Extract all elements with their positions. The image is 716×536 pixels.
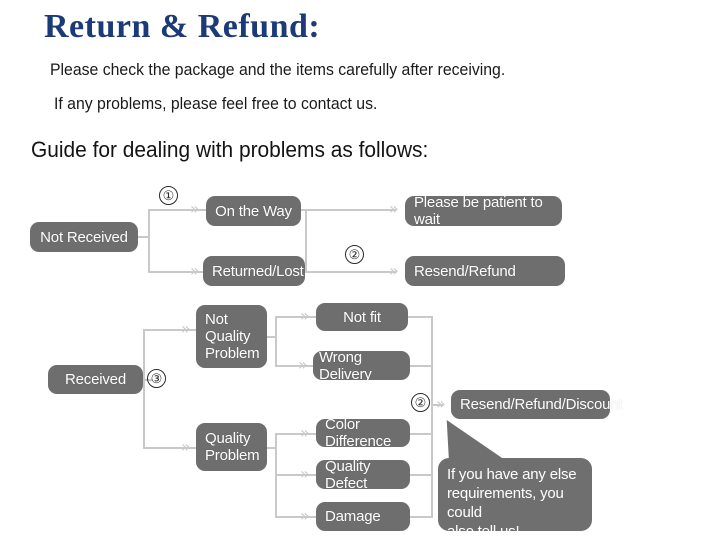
connector-merge-spine: [431, 316, 433, 518]
node-on-the-way: On the Way: [206, 196, 301, 226]
connector-nqp-stem: [267, 336, 277, 338]
arrow-to-not-quality-problem-icon: »: [181, 319, 191, 338]
arrow-to-wrong-delivery-icon: »: [298, 355, 308, 374]
connector-on-the-way-to-patient: [301, 209, 396, 211]
connector-to-damage: [275, 516, 316, 518]
intro-line-2: If any problems, please feel free to con…: [54, 94, 378, 113]
node-damage: Damage: [316, 502, 410, 531]
connector-nqp-spine: [275, 317, 277, 366]
node-not-quality-problem: Not Quality Problem: [196, 305, 267, 368]
node-returned-lost: Returned/Lost: [203, 256, 305, 286]
connector-merge-quality-defect: [410, 474, 432, 476]
arrow-to-quality-problem-icon: »: [181, 437, 191, 456]
connector-merge-damage: [410, 516, 432, 518]
arrow-to-not-fit-icon: »: [300, 306, 310, 325]
marker-3: ③: [147, 369, 166, 388]
connector-to-quality-problem: [143, 447, 196, 449]
connector-merge-not-fit: [408, 316, 432, 318]
node-quality-defect: Quality Defect: [316, 458, 410, 492]
connector-top-right-spine: [305, 209, 307, 271]
arrow-to-returned-lost-icon: »: [190, 261, 200, 280]
node-resend-refund: Resend/Refund: [405, 256, 565, 286]
connector-not-received-spine: [148, 210, 150, 272]
arrow-to-color-difference-icon: »: [300, 423, 310, 442]
node-quality-problem: Quality Problem: [196, 423, 267, 471]
marker-1: ①: [159, 186, 178, 205]
node-resend-refund-discount: Resend/Refund/Discount: [451, 390, 623, 419]
arrow-to-on-the-way-icon: »: [190, 199, 200, 218]
marker-2-top: ②: [345, 245, 364, 264]
page-title: Return & Refund:: [44, 8, 321, 45]
connector-returned-to-resend: [305, 271, 396, 273]
connector-merge-out: [431, 404, 443, 406]
guide-heading: Guide for dealing with problems as follo…: [31, 137, 429, 162]
arrow-to-damage-icon: »: [300, 506, 310, 525]
node-please-be-patient-to-wait: Please be patient to wait: [405, 194, 562, 228]
marker-2-bottom: ②: [411, 393, 430, 412]
connector-not-received-stem: [138, 236, 150, 238]
connector-to-not-quality-problem: [143, 329, 196, 331]
connector-to-returned-lost: [148, 271, 206, 273]
intro-line-1: Please check the package and the items c…: [50, 60, 506, 79]
connector-qp-stem: [267, 447, 277, 449]
connector-to-color-difference: [275, 433, 316, 435]
node-not-received: Not Received: [30, 222, 138, 252]
connector-merge-wrong-delivery: [410, 365, 432, 367]
node-not-fit: Not fit: [316, 303, 408, 331]
node-color-difference: Color Difference: [316, 416, 410, 450]
arrow-to-patient-icon: »: [389, 199, 399, 218]
node-wrong-delivery: Wrong Delivery: [313, 349, 410, 383]
connector-received-spine: [143, 330, 145, 448]
connector-to-on-the-way: [148, 209, 206, 211]
arrow-to-quality-defect-icon: »: [300, 464, 310, 483]
speech-bubble: If you have any else requirements, you c…: [438, 458, 592, 536]
node-received: Received: [48, 365, 143, 394]
arrow-to-resend-refund-icon: »: [389, 261, 399, 280]
connector-to-not-fit: [275, 316, 316, 318]
arrow-to-resend-refund-discount-icon: »: [436, 394, 446, 413]
connector-merge-color-difference: [410, 433, 432, 435]
connector-to-wrong-delivery: [275, 365, 313, 367]
connector-to-quality-defect: [275, 474, 316, 476]
